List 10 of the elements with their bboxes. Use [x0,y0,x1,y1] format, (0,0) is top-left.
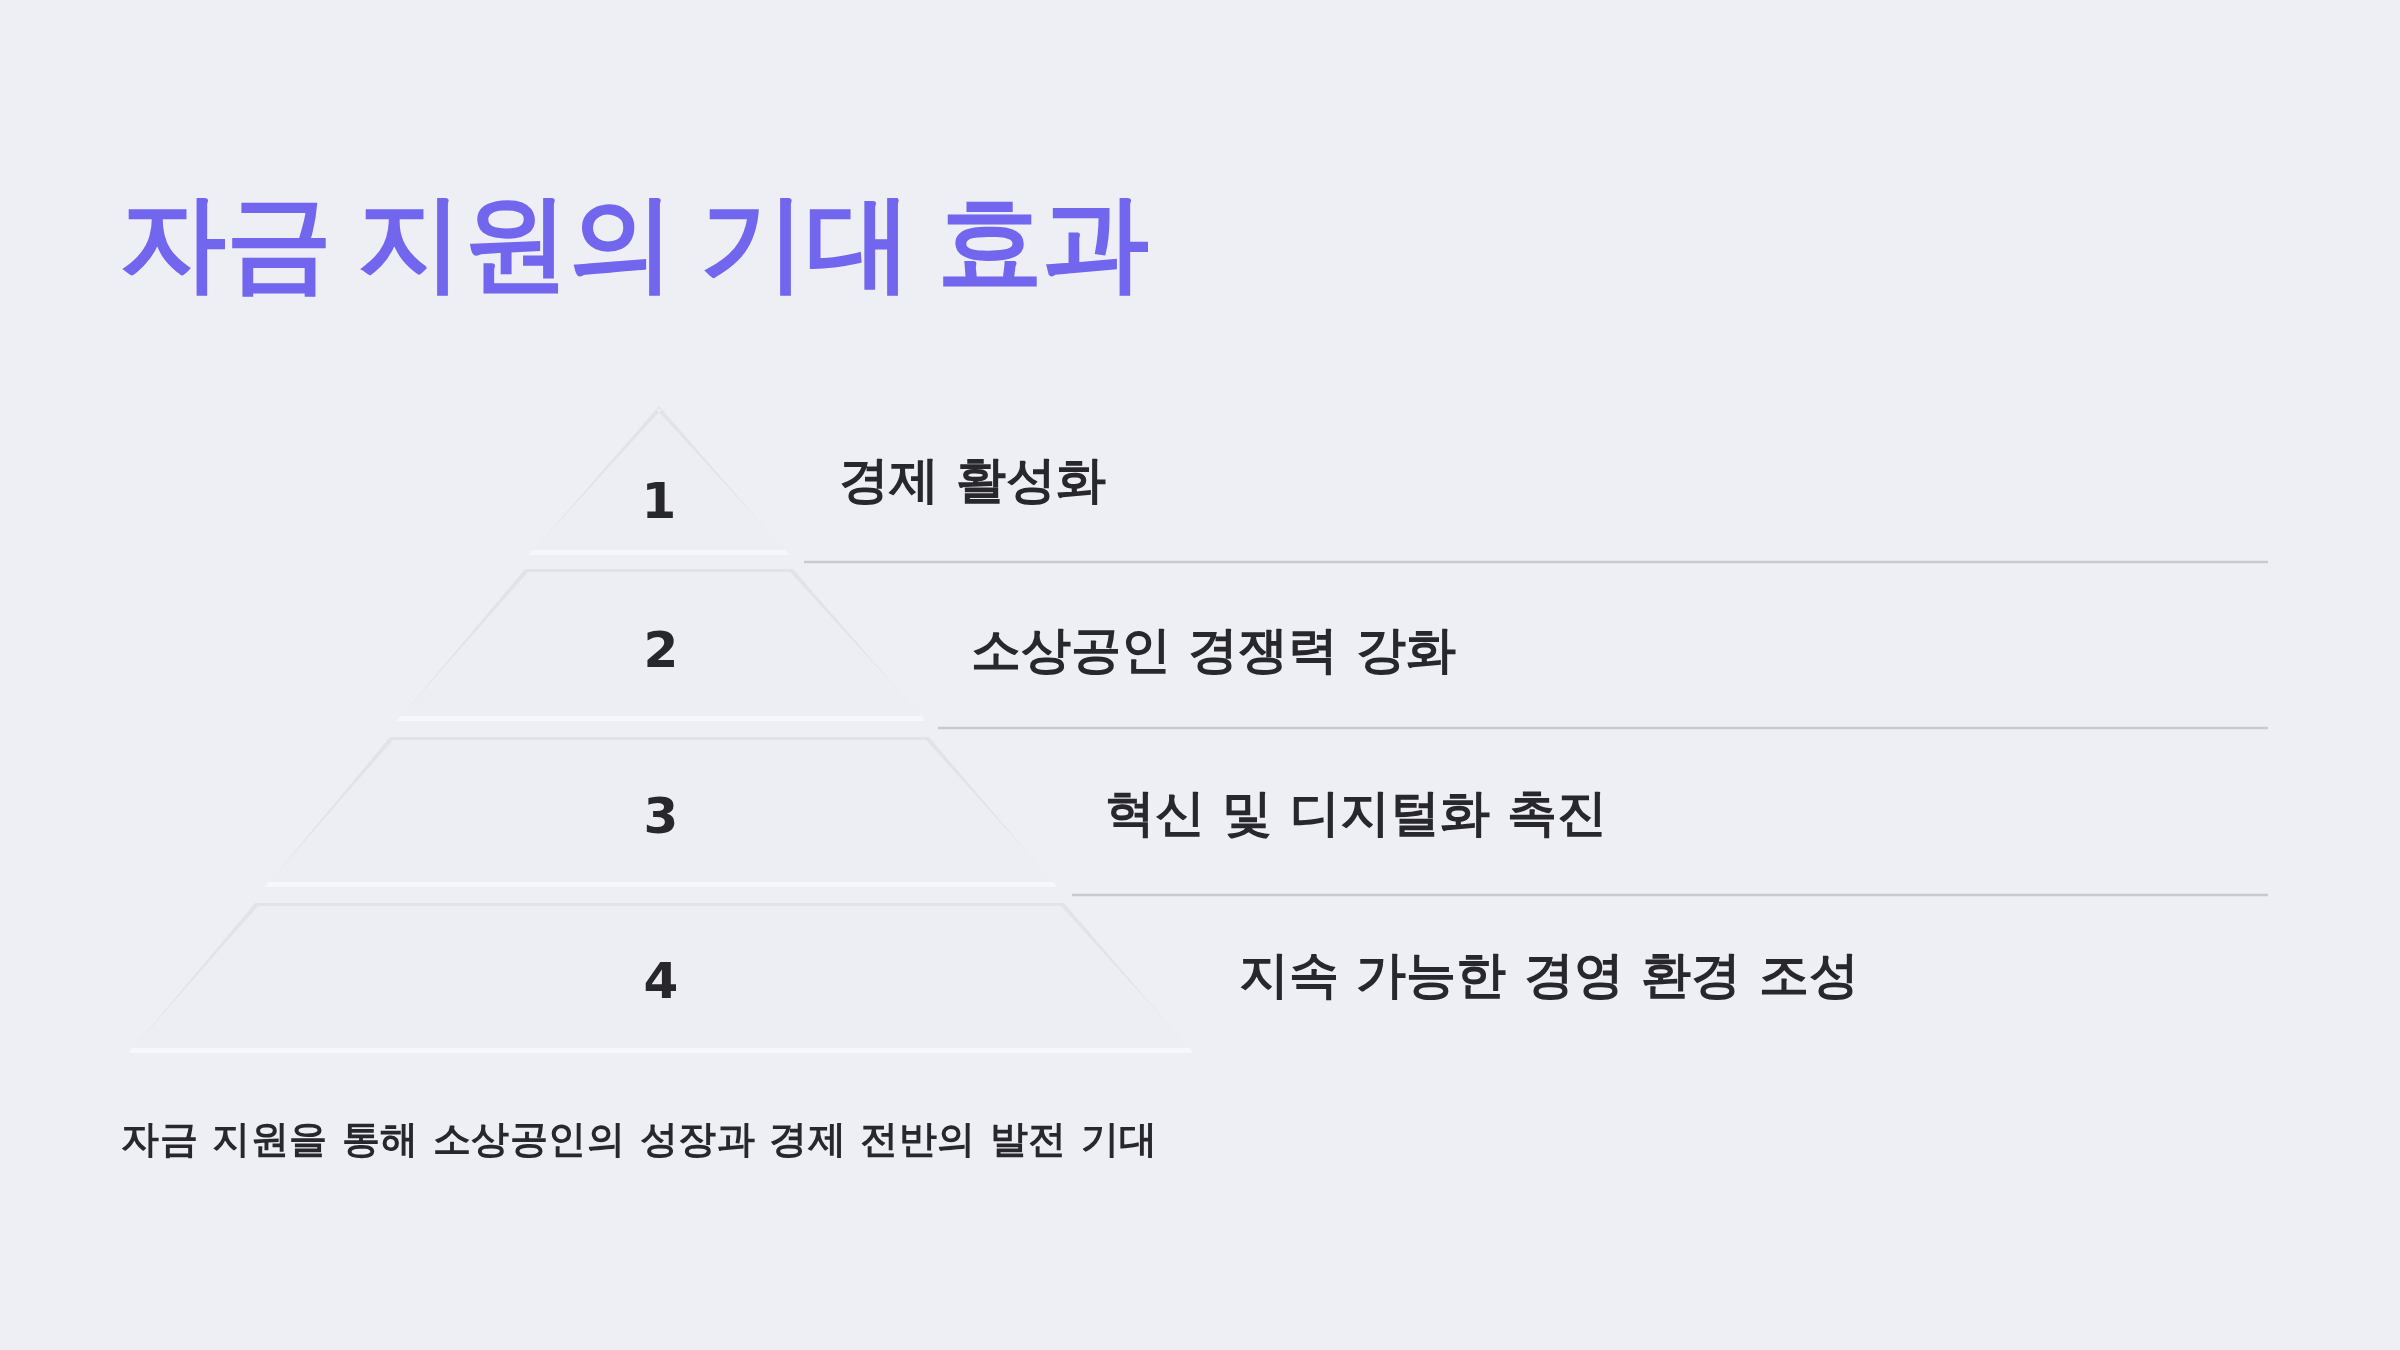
tier-label: 지속 가능한 경영 환경 조성 [1239,945,1859,1005]
tier-number: 1 [641,476,677,526]
tier-label: 경제 활성화 [839,450,1107,510]
tier-number: 2 [643,625,679,675]
tier-number: 4 [643,956,679,1006]
caption-text: 자금 지원을 통해 소상공인의 성장과 경제 전반의 발전 기대 [121,1116,1159,1163]
tier-label: 혁신 및 디지털화 촉진 [1105,783,1608,843]
slide-title: 자금 지원의 기대 효과 [120,182,1149,304]
tier-number: 3 [643,791,679,841]
tier-label: 소상공인 경쟁력 강화 [971,620,1456,680]
